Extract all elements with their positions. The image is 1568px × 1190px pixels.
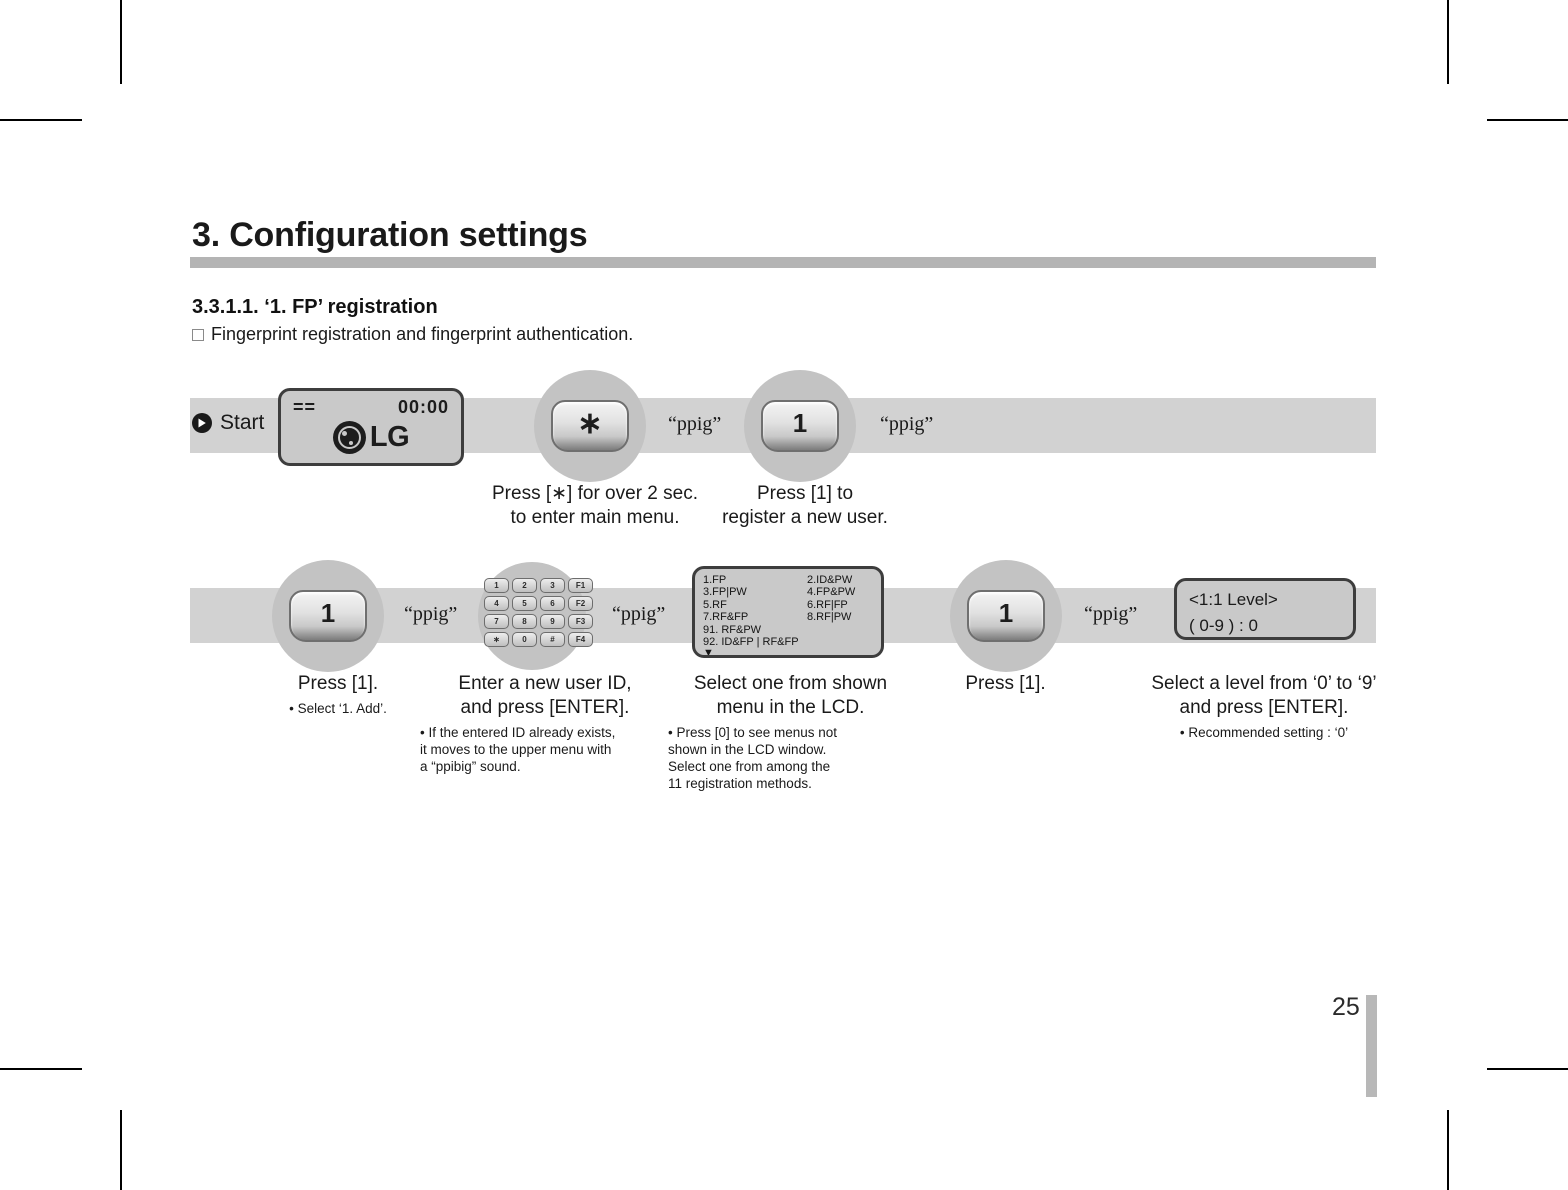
section-note-text: Fingerprint registration and fingerprint… (211, 324, 634, 344)
lg-wordmark: LG (369, 421, 410, 453)
keypad-key-6[interactable]: 6 (540, 596, 565, 611)
page-number-bar (1366, 995, 1377, 1097)
lcd-home-screen: == 00:00 LG (278, 388, 464, 466)
section-title: 3.3.1.1. ‘1. FP’ registration (192, 296, 438, 318)
sound-label-one-row1: “ppig” (880, 413, 934, 435)
lcd-menu-item-8: 8.RF|PW (807, 611, 852, 624)
lcd-home-statusbar: == 00:00 (293, 397, 449, 418)
page-number: 25 (1332, 993, 1360, 1021)
page-title: 3. Configuration settings (192, 216, 588, 254)
start-marker: Start (192, 411, 264, 435)
keypad-key-hash[interactable]: # (540, 632, 565, 647)
caption-select-level: Select a level from ‘0’ to ‘9’ and press… (1134, 672, 1394, 741)
lcd-level-screen: <1:1 Level> ( 0-9 ) : 0 (1174, 578, 1356, 640)
key-one-row1[interactable]: 1 (761, 400, 839, 452)
keypad-key-f1[interactable]: F1 (568, 578, 593, 593)
caption-select-level-head: Select a level from ‘0’ to ‘9’ and press… (1151, 673, 1377, 718)
sound-label-keypad: “ppig” (612, 603, 666, 625)
sound-label-star: “ppig” (668, 413, 722, 435)
crop-mark-bottom-right-vertical (1447, 1110, 1449, 1190)
crop-mark-bottom-right-horizontal (1487, 1068, 1568, 1070)
caption-one-step-row1: Press [1] to register a new user. (660, 482, 950, 530)
lcd-registration-menu: 1.FP 2.ID&PW 3.FP|PW 4.FP&PW 5.RF 6.RF|F… (692, 566, 884, 658)
lcd-home-status-left: == (293, 397, 317, 417)
crop-mark-top-left-vertical (120, 0, 122, 84)
keypad-key-star[interactable]: ∗ (484, 632, 509, 647)
crop-mark-bottom-left-vertical (120, 1110, 122, 1190)
keypad-key-f2[interactable]: F2 (568, 596, 593, 611)
caption-select-menu-bullets: • Press [0] to see menus not shown in th… (668, 725, 838, 791)
start-label: Start (220, 411, 265, 434)
crop-mark-top-right-vertical (1447, 0, 1449, 84)
lcd-level-line2: ( 0-9 ) : 0 (1189, 616, 1258, 635)
crop-mark-bottom-left-horizontal (0, 1068, 82, 1070)
keypad-key-0[interactable]: 0 (512, 632, 537, 647)
keypad-key-f3[interactable]: F3 (568, 614, 593, 629)
caption-select-menu-head: Select one from shown menu in the LCD. (693, 673, 888, 718)
caption-user-id-bullets: • If the entered ID already exists, it m… (420, 725, 616, 774)
keypad-key-8[interactable]: 8 (512, 614, 537, 629)
caption-press-one-level: Press [1]. (928, 672, 1083, 696)
crop-mark-top-right-horizontal (1487, 119, 1568, 121)
keypad-key-4[interactable]: 4 (484, 596, 509, 611)
caption-user-id: Enter a new user ID, and press [ENTER]. … (420, 672, 670, 775)
caption-select-level-bullets: • Recommended setting : ‘0’ (1179, 725, 1349, 740)
keypad-key-1[interactable]: 1 (484, 578, 509, 593)
caption-press-one-bullets: • Select ‘1. Add’. (289, 701, 387, 716)
caption-press-one: Press [1]. • Select ‘1. Add’. (238, 672, 438, 717)
lcd-menu-item-4: 4.FP&PW (807, 586, 856, 599)
caption-press-one-head: Press [1]. (297, 673, 379, 694)
lcd-menu-item-1: 1.FP (703, 574, 727, 586)
key-star[interactable]: ∗ (551, 400, 629, 452)
lcd-menu-item-7: 7.RF&FP (703, 611, 749, 624)
lcd-level-line1: <1:1 Level> (1189, 590, 1278, 609)
caption-user-id-head: Enter a new user ID, and press [ENTER]. (458, 673, 632, 718)
lcd-menu-more-arrow-icon: ▼ (703, 647, 714, 658)
keypad-key-5[interactable]: 5 (512, 596, 537, 611)
lcd-menu-item-5: 5.RF (703, 598, 727, 611)
lcd-menu-item-92: 92. ID&FP | RF&FP (703, 636, 799, 649)
keypad-key-7[interactable]: 7 (484, 614, 509, 629)
lcd-home-clock: 00:00 (397, 397, 449, 417)
sound-label-one-row2: “ppig” (404, 603, 458, 625)
section-note: Fingerprint registration and fingerprint… (192, 324, 633, 345)
numeric-keypad[interactable]: 1 2 3 F1 4 5 6 F2 7 8 9 F3 ∗ 0 # F4 (484, 578, 593, 647)
lcd-menu-item-2: 2.ID&PW (807, 574, 853, 586)
lg-face-icon (332, 421, 366, 454)
key-one-row2[interactable]: 1 (289, 590, 367, 642)
crop-mark-top-left-horizontal (0, 119, 82, 121)
start-arrow-icon (192, 413, 212, 433)
caption-star-head: Press [∗] for over 2 sec. to enter main … (492, 483, 698, 528)
keypad-key-f4[interactable]: F4 (568, 632, 593, 647)
key-one-level[interactable]: 1 (967, 590, 1045, 642)
title-rule (190, 257, 1376, 268)
lcd-menu-item-91: 91. RF&PW (703, 623, 762, 636)
keypad-key-3[interactable]: 3 (540, 578, 565, 593)
checkbox-icon (192, 328, 204, 341)
lcd-menu-item-3: 3.FP|PW (703, 586, 747, 599)
caption-select-menu: Select one from shown menu in the LCD. •… (668, 672, 913, 792)
caption-press-one-level-head: Press [1]. (965, 673, 1046, 694)
caption-star-step: Press [∗] for over 2 sec. to enter main … (440, 482, 750, 530)
lcd-menu-grid: 1.FP 2.ID&PW 3.FP|PW 4.FP&PW 5.RF 6.RF|F… (703, 574, 881, 658)
caption-one-head-row1: Press [1] to register a new user. (722, 483, 888, 528)
lcd-menu-item-6: 6.RF|FP (807, 598, 848, 611)
keypad-key-9[interactable]: 9 (540, 614, 565, 629)
lg-logo: LG (281, 421, 461, 454)
sound-label-level: “ppig” (1084, 603, 1138, 625)
keypad-key-2[interactable]: 2 (512, 578, 537, 593)
